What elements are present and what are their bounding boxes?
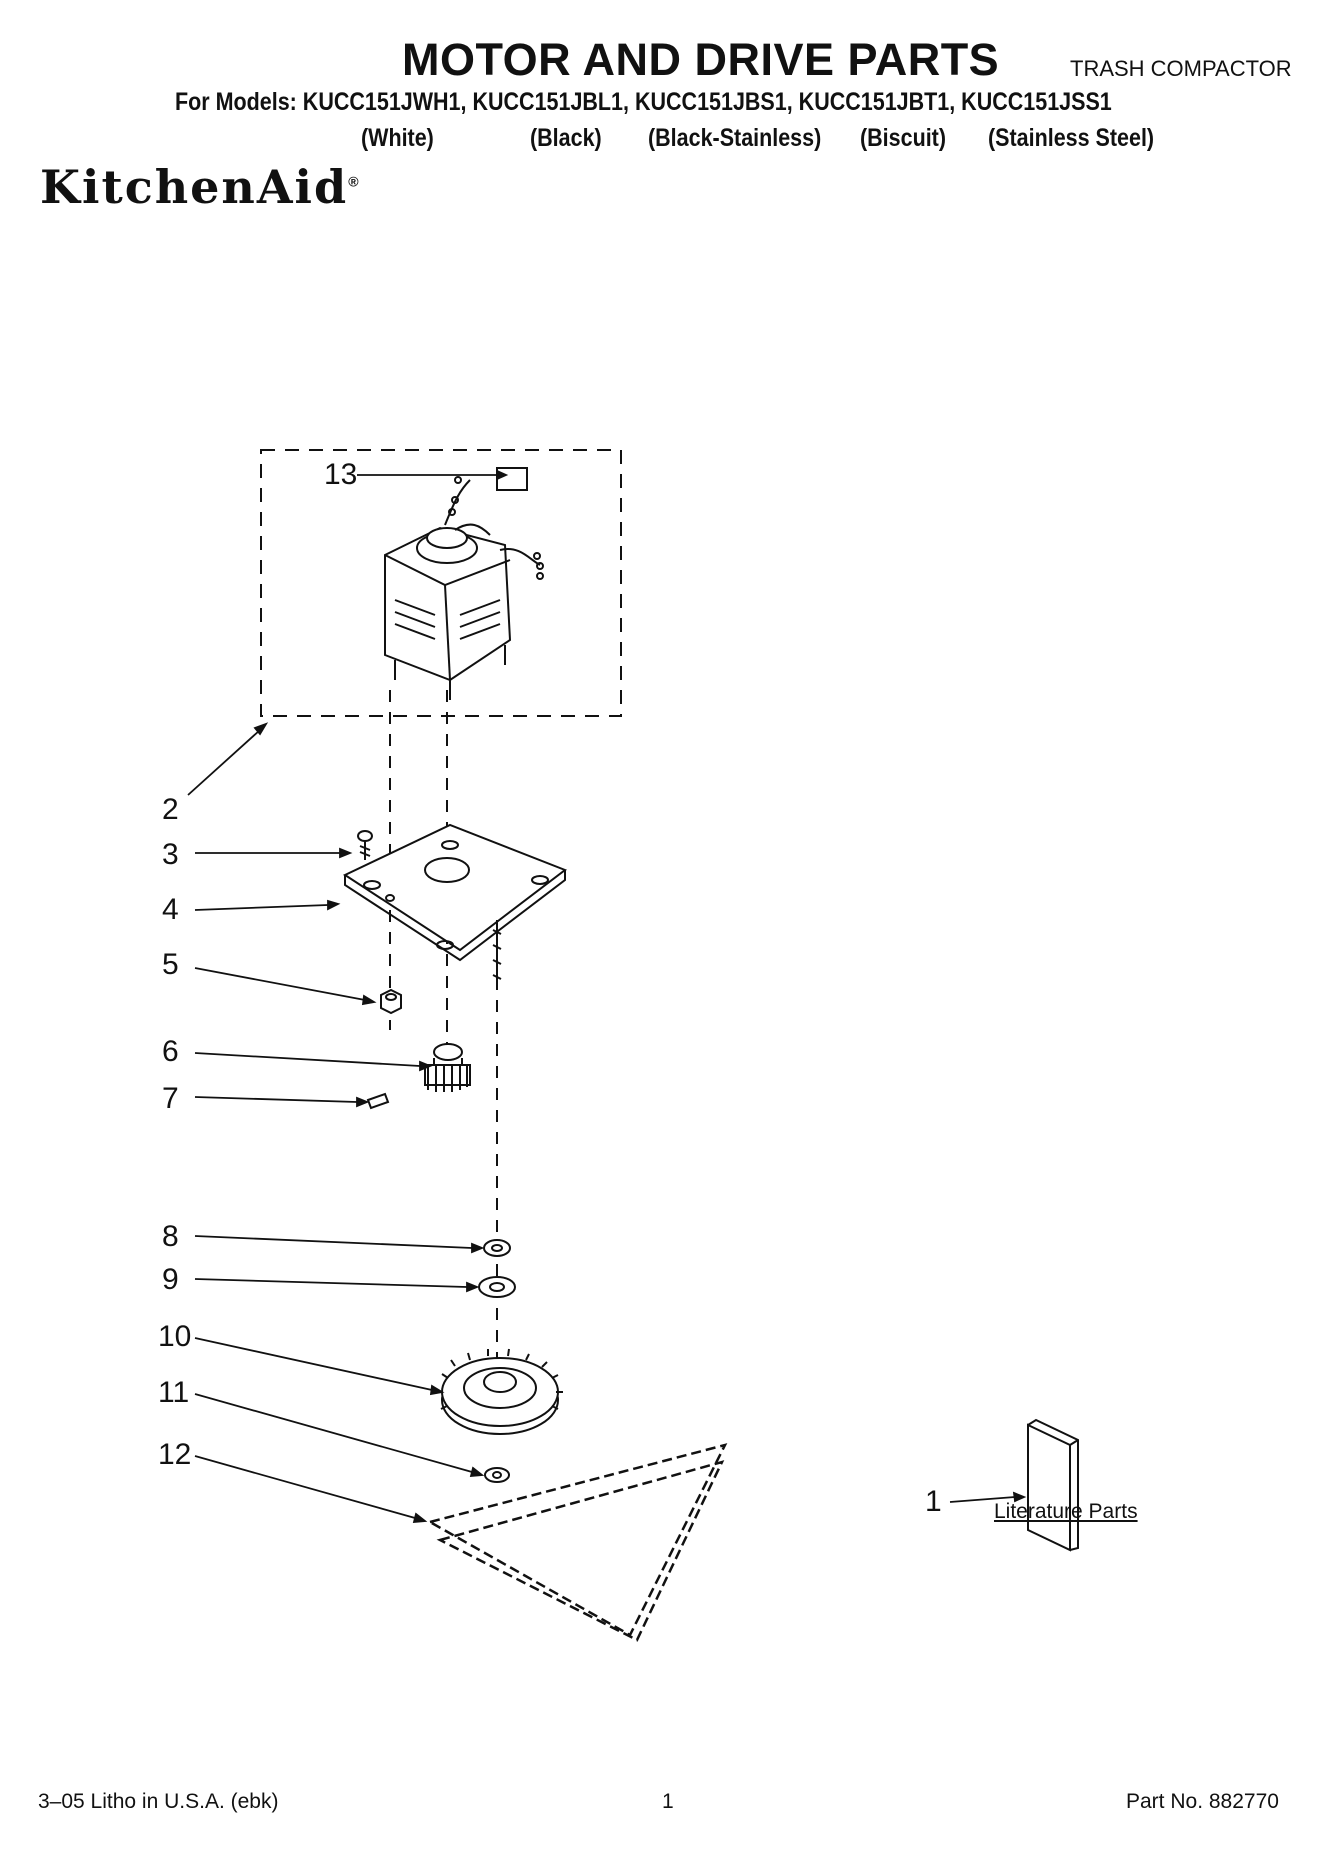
callout-13: 13 <box>324 458 358 491</box>
footer-litho: 3–05 Litho in U.S.A. (ebk) <box>38 1790 279 1813</box>
registered-mark: ® <box>348 173 359 190</box>
product-type: TRASH COMPACTOR <box>1070 56 1292 81</box>
brand-name: KitchenAid <box>40 160 349 214</box>
screw <box>357 830 373 860</box>
motor <box>384 467 544 700</box>
color-black-stainless: (Black-Stainless) <box>648 124 822 152</box>
color-black: (Black) <box>530 124 602 152</box>
literature-parts-label: Literature Parts <box>994 1500 1138 1523</box>
nut <box>380 988 402 1015</box>
washer-9 <box>478 1276 516 1298</box>
color-biscuit: (Biscuit) <box>860 124 946 152</box>
color-white: (White) <box>361 124 434 152</box>
set-screw <box>366 1092 390 1110</box>
callout-4: 4 <box>162 893 179 926</box>
color-stainless-steel: (Stainless Steel) <box>988 124 1155 152</box>
page-title: MOTOR AND DRIVE PARTS <box>402 34 1000 85</box>
washer-8 <box>483 1239 511 1257</box>
models-line: For Models: KUCC151JWH1, KUCC151JBL1, KU… <box>175 88 1112 116</box>
callout-1: 1 <box>925 1485 942 1518</box>
callout-6: 6 <box>162 1035 179 1068</box>
footer-part-number: Part No. 882770 <box>1126 1790 1279 1813</box>
mounting-plate <box>342 823 568 962</box>
motor-assembly-box <box>260 449 622 717</box>
callout-7: 7 <box>162 1082 179 1115</box>
literature-booklet <box>1027 1418 1079 1552</box>
callout-9: 9 <box>162 1263 179 1296</box>
drive-chain <box>426 1443 728 1642</box>
washer-11 <box>484 1467 510 1483</box>
callout-3: 3 <box>162 838 179 871</box>
callout-11: 11 <box>158 1376 190 1409</box>
sprocket <box>435 1348 563 1435</box>
footer-page-number: 1 <box>662 1790 674 1813</box>
callout-8: 8 <box>162 1220 179 1253</box>
callout-5: 5 <box>162 948 179 981</box>
callout-10: 10 <box>158 1320 192 1353</box>
brand-logo: KitchenAid® <box>40 160 359 214</box>
callout-12: 12 <box>158 1438 192 1471</box>
callout-2: 2 <box>162 793 179 826</box>
pinion-gear <box>424 1043 471 1092</box>
